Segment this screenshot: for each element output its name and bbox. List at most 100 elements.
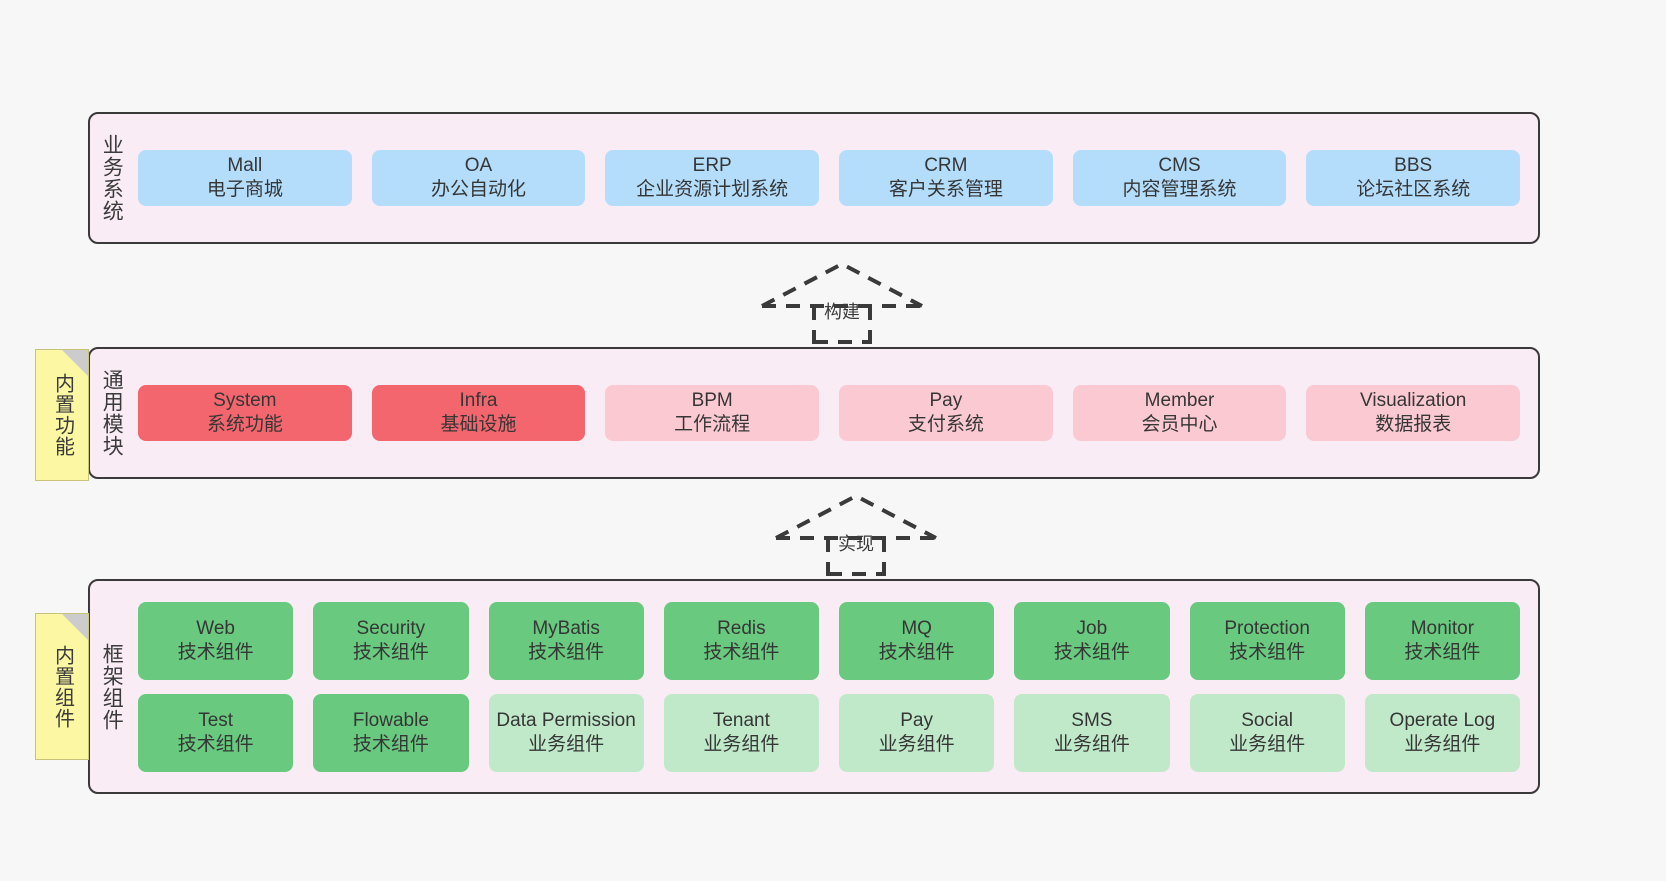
layer-caption-framework-components: 框架组件 [100, 642, 124, 731]
box-row: System 系统功能 Infra 基础设施 BPM 工作流程 Pay 支付系统… [138, 385, 1521, 441]
box-row: Mall 电子商城 OA 办公自动化 ERP 企业资源计划系统 CRM 客户关系… [138, 150, 1521, 206]
layer-caption-common-modules: 通用模块 [100, 369, 124, 457]
box-title: Monitor [1410, 617, 1475, 639]
box-subtitle: 业务组件 [1404, 733, 1481, 755]
note-builtin-component[interactable]: 内置组件 [35, 613, 89, 760]
box-subtitle: 论坛社区系统 [1356, 179, 1471, 200]
box-data-permission[interactable]: Data Permission 业务组件 [488, 693, 644, 772]
box-subtitle: 工作流程 [674, 414, 751, 435]
box-title: CMS [1158, 155, 1201, 177]
box-title: Member [1144, 390, 1215, 412]
box-subtitle: 技术组件 [703, 641, 780, 663]
box-subtitle: 支付系统 [907, 414, 984, 435]
box-subtitle: 技术组件 [352, 641, 429, 663]
box-subtitle: 办公自动化 [431, 179, 527, 200]
box-flowable[interactable]: Flowable 技术组件 [313, 693, 469, 772]
box-title: Tenant [712, 709, 770, 731]
box-monitor[interactable]: Monitor 技术组件 [1364, 601, 1520, 680]
box-title: Social [1241, 709, 1293, 731]
box-row: Web 技术组件 Security 技术组件 MyBatis 技术组件 Redi… [138, 601, 1520, 680]
box-title: MyBatis [532, 617, 600, 639]
box-subtitle: 业务组件 [528, 733, 605, 755]
box-title: Pay [900, 709, 933, 731]
box-title: BPM [691, 390, 733, 412]
box-subtitle: 技术组件 [1404, 641, 1481, 663]
box-pay[interactable]: Pay 支付系统 [839, 385, 1053, 441]
box-title: Security [356, 617, 426, 639]
box-title: Web [196, 617, 235, 639]
box-pay-component[interactable]: Pay 业务组件 [839, 693, 995, 772]
box-subtitle: 会员中心 [1141, 414, 1218, 435]
box-subtitle: 技术组件 [177, 733, 254, 755]
box-subtitle: 技术组件 [1229, 641, 1306, 663]
layer-framework-components: 框架组件 Web 技术组件 Security 技术组件 MyBatis 技术组件… [88, 579, 1540, 794]
box-system[interactable]: System 系统功能 [138, 385, 352, 441]
box-subtitle: 技术组件 [352, 733, 429, 755]
box-job[interactable]: Job 技术组件 [1014, 601, 1170, 680]
box-subtitle: 技术组件 [878, 641, 955, 663]
box-subtitle: 基础设施 [440, 414, 517, 435]
page-fold-icon [62, 614, 88, 640]
note-builtin-function[interactable]: 内置功能 [35, 349, 89, 481]
box-tenant[interactable]: Tenant 业务组件 [663, 693, 819, 772]
box-subtitle: 业务组件 [703, 733, 780, 755]
note-label: 内置功能 [51, 373, 74, 457]
box-subtitle: 内容管理系统 [1122, 179, 1237, 200]
box-mybatis[interactable]: MyBatis 技术组件 [488, 601, 644, 680]
box-oa[interactable]: OA 办公自动化 [371, 150, 586, 206]
box-subtitle: 电子商城 [206, 179, 283, 200]
box-subtitle: 技术组件 [528, 641, 605, 663]
box-social[interactable]: Social 业务组件 [1189, 693, 1345, 772]
box-web[interactable]: Web 技术组件 [138, 601, 294, 680]
box-subtitle: 系统功能 [206, 414, 283, 435]
arrow-implement: 实现 [766, 490, 946, 576]
box-title: Pay [929, 390, 963, 412]
box-title: ERP [692, 155, 732, 177]
box-infra[interactable]: Infra 基础设施 [371, 385, 586, 441]
layer-business-system: 业务系统 Mall 电子商城 OA 办公自动化 ERP 企业资源计划系统 CRM… [88, 112, 1540, 244]
layer-body-framework-components: Web 技术组件 Security 技术组件 MyBatis 技术组件 Redi… [132, 581, 1538, 792]
dashed-generalization-arrow-icon [761, 261, 923, 344]
box-security[interactable]: Security 技术组件 [313, 601, 469, 680]
box-cms[interactable]: CMS 内容管理系统 [1072, 150, 1287, 206]
box-mq[interactable]: MQ 技术组件 [839, 601, 995, 680]
box-title: BBS [1394, 155, 1433, 177]
box-member[interactable]: Member 会员中心 [1072, 385, 1287, 441]
box-crm[interactable]: CRM 客户关系管理 [839, 150, 1053, 206]
box-subtitle: 技术组件 [1053, 641, 1130, 663]
box-title: Job [1076, 617, 1108, 639]
box-title: Visualization [1360, 390, 1467, 412]
box-subtitle: 业务组件 [1053, 733, 1130, 755]
box-test[interactable]: Test 技术组件 [138, 693, 294, 772]
box-erp[interactable]: ERP 企业资源计划系统 [605, 150, 820, 206]
arrow-build-label: 构建 [824, 302, 860, 322]
layer-body-business-system: Mall 电子商城 OA 办公自动化 ERP 企业资源计划系统 CRM 客户关系… [132, 114, 1538, 242]
box-title: MQ [901, 617, 932, 639]
box-title: OA [464, 155, 493, 177]
box-protection[interactable]: Protection 技术组件 [1189, 601, 1345, 680]
box-mall[interactable]: Mall 电子商城 [138, 150, 352, 206]
box-title: Operate Log [1389, 709, 1496, 731]
box-bpm[interactable]: BPM 工作流程 [605, 385, 820, 441]
box-subtitle: 企业资源计划系统 [636, 179, 789, 200]
box-subtitle: 数据报表 [1375, 414, 1452, 435]
box-title: Flowable [352, 709, 429, 731]
box-title: Redis [717, 617, 766, 639]
box-sms[interactable]: SMS 业务组件 [1014, 693, 1170, 772]
box-title: Data Permission [496, 709, 636, 731]
box-visualization[interactable]: Visualization 数据报表 [1306, 385, 1521, 441]
layer-body-common-modules: System 系统功能 Infra 基础设施 BPM 工作流程 Pay 支付系统… [132, 349, 1538, 477]
arrow-implement-label: 实现 [838, 534, 874, 554]
box-title: Infra [459, 390, 498, 412]
box-subtitle: 业务组件 [878, 733, 955, 755]
box-title: SMS [1071, 709, 1113, 731]
note-label: 内置组件 [51, 644, 74, 729]
page-fold-icon [62, 350, 88, 376]
box-title: System [213, 390, 277, 412]
box-subtitle: 技术组件 [177, 641, 254, 663]
box-bbs[interactable]: BBS 论坛社区系统 [1306, 150, 1521, 206]
box-redis[interactable]: Redis 技术组件 [663, 601, 819, 680]
box-title: Protection [1224, 617, 1310, 639]
box-operate-log[interactable]: Operate Log 业务组件 [1364, 693, 1520, 772]
box-subtitle: 业务组件 [1229, 733, 1306, 755]
